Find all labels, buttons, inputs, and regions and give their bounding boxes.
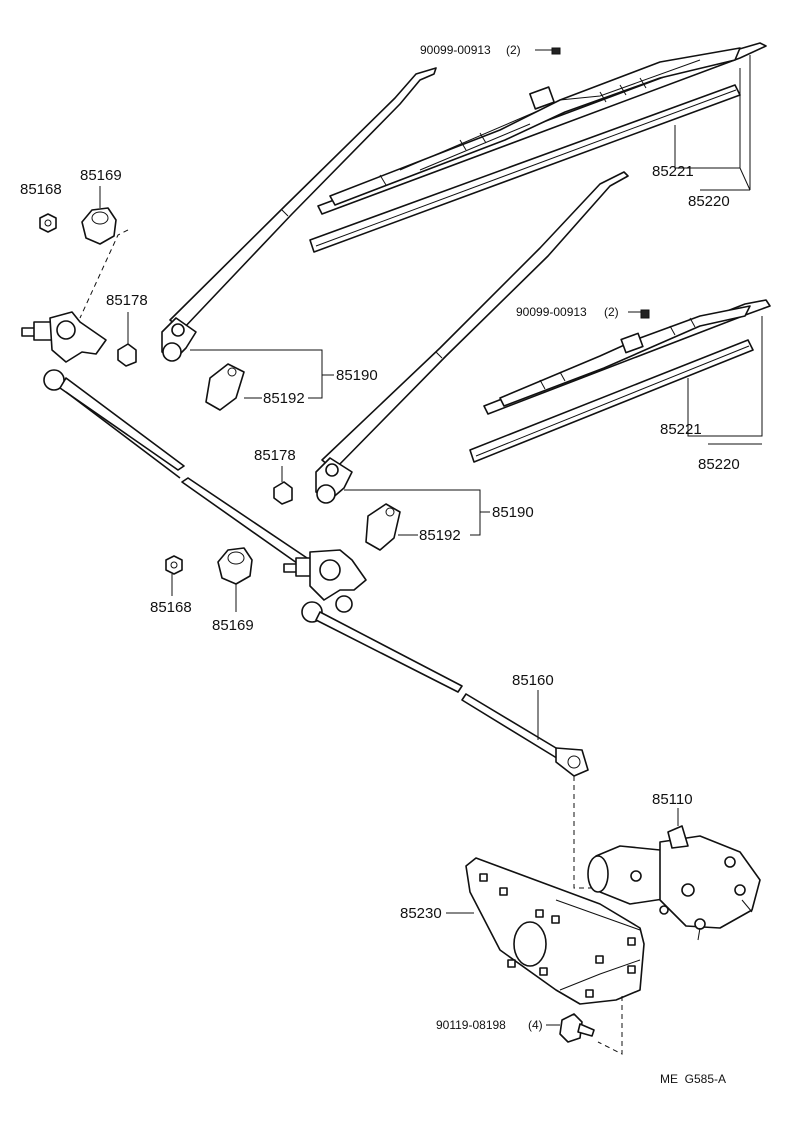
- link-rod-upper-icon: [43, 369, 311, 569]
- wiper-arm-lower-icon: [315, 171, 629, 504]
- wiper-blade-lower-icon: [483, 299, 771, 415]
- motor-bracket-icon: [465, 857, 645, 1005]
- arm-cap-upper-icon: [205, 363, 245, 411]
- figure-code: ME G585-A: [660, 1072, 726, 1086]
- refill-lower-part-number: 85221: [660, 421, 702, 438]
- screw-upper-icon: [535, 47, 561, 55]
- cushion-upper-icon: [81, 207, 117, 245]
- screw-upper-part-number: 90099-00913: [420, 43, 491, 57]
- bracket-part-number: 85230: [400, 905, 442, 922]
- pivot-nut-lower-icon: [165, 555, 183, 575]
- motor-part-number: 85110: [652, 791, 693, 808]
- screw-upper-qty: (2): [506, 43, 521, 57]
- blade-lower-part-number: 85220: [698, 456, 740, 473]
- collar-lower-part-number: 85178: [254, 447, 296, 464]
- arm-cap-lower-icon: [365, 503, 401, 551]
- cap-upper-part-number: 85192: [263, 390, 305, 407]
- bolt-part-number: 90119-08198: [436, 1018, 506, 1032]
- wiper-blade-upper-icon: [317, 42, 767, 215]
- collar-upper-part-number: 85178: [106, 292, 148, 309]
- cushion-lower-part-number: 85169: [212, 617, 254, 634]
- pivot-lower-icon: [283, 549, 367, 601]
- wiper-motor-icon: [587, 825, 761, 941]
- refill-upper-part-number: 85221: [652, 163, 694, 180]
- pivot-upper-icon: [21, 311, 107, 363]
- screw-mid-qty: (2): [604, 305, 619, 319]
- bolt-icon: [559, 1013, 595, 1043]
- blade-refill-lower-icon: [469, 339, 754, 463]
- pivot-nut-upper-icon: [39, 213, 57, 233]
- collar-upper-icon: [117, 343, 137, 367]
- link-part-number: 85160: [512, 672, 554, 689]
- bolt-qty: (4): [528, 1018, 543, 1032]
- wiper-arm-upper-icon: [161, 67, 437, 362]
- screw-mid-part-number: 90099-00913: [516, 305, 587, 319]
- blade-upper-part-number: 85220: [688, 193, 730, 210]
- cushion-lower-icon: [217, 547, 253, 585]
- cushion-upper-part-number: 85169: [80, 167, 122, 184]
- nut-lower-part-number: 85168: [150, 599, 192, 616]
- link-rod-lower-icon: [301, 595, 589, 777]
- screw-mid-icon: [628, 309, 650, 319]
- cap-lower-part-number: 85192: [419, 527, 461, 544]
- nut-upper-part-number: 85168: [20, 181, 62, 198]
- arm-upper-part-number: 85190: [336, 367, 378, 384]
- collar-lower-icon: [273, 481, 293, 505]
- arm-lower-part-number: 85190: [492, 504, 534, 521]
